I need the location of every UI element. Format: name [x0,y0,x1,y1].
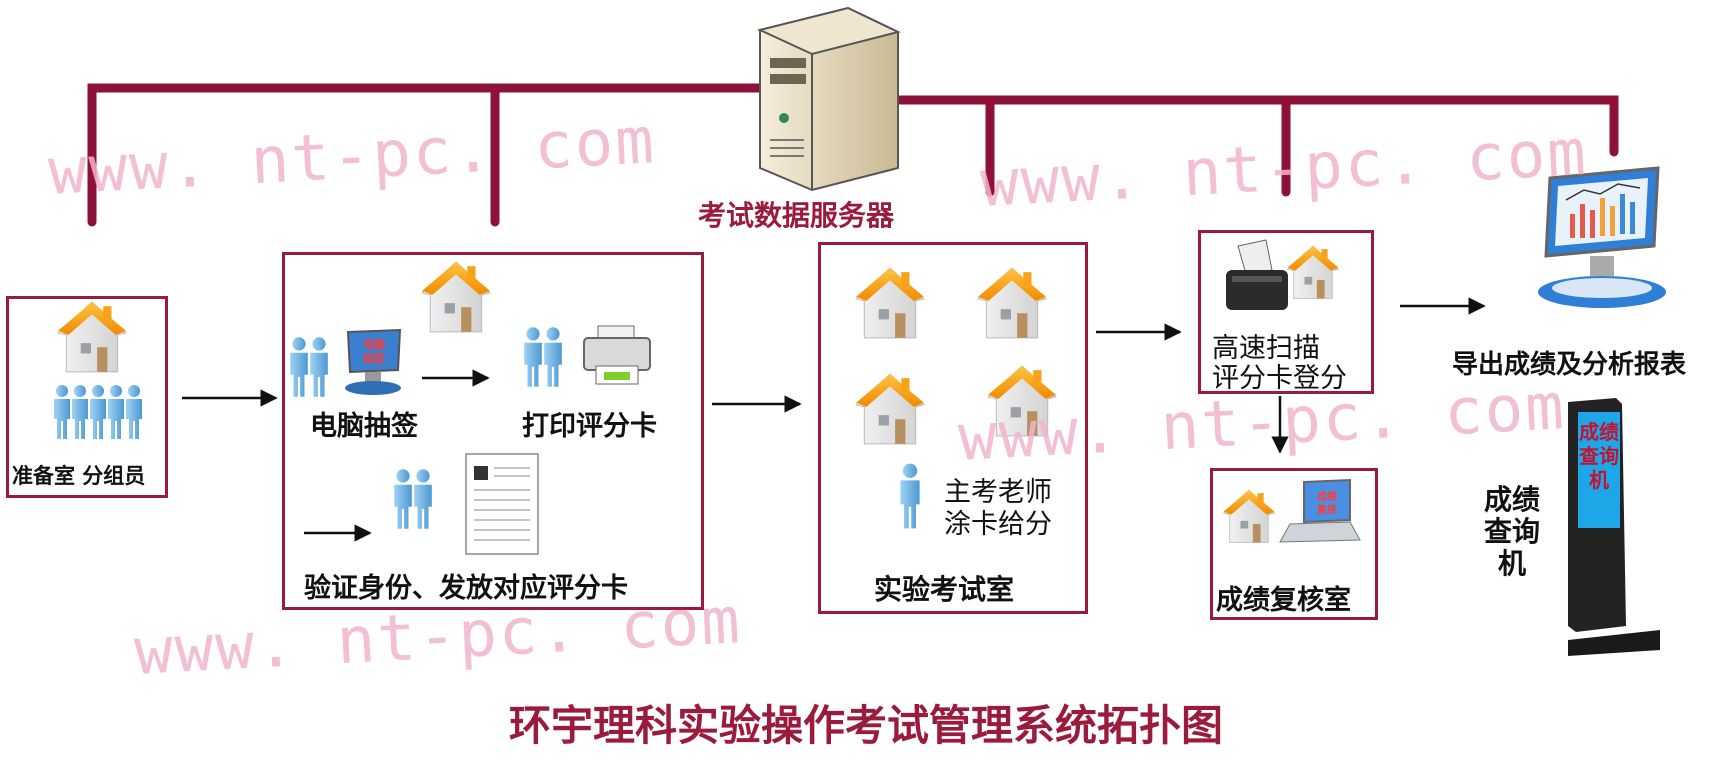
teacher-label-line1: 主考老师 [944,477,1052,508]
export-label: 导出成绩及分析报表 [1452,350,1687,380]
server-icon [757,6,901,192]
kiosk-screen-text: 成绩 查询 机 [1578,420,1620,492]
monitor-text-1: 电脑 [363,337,385,351]
scan-label-line1: 高速扫描 [1212,333,1320,364]
diagram-title: 环宇理科实验操作考试管理系统拓扑图 [508,701,1223,750]
kiosk-screen-line: 成绩 [1579,420,1619,444]
lottery-label: 电脑抽签 [310,411,418,442]
computer-monitor-icon: 电脑 抽签 [345,328,402,395]
network-bus [87,83,1619,227]
scan-label-line2: 评分卡登分 [1212,363,1347,394]
flow-arrows [182,297,1486,542]
scan-box [1198,230,1374,394]
scanner-icon [1226,239,1288,310]
verify-label: 验证身份、发放对应评分卡 [304,573,628,604]
query-kiosk-icon [1568,398,1660,656]
score-card-icon [465,453,539,555]
prep-room-box [6,296,168,498]
monitor-text-2: 抽签 [363,351,386,365]
laptop-icon: 成绩 复核 [1279,478,1361,543]
prep-room-label: 准备室 分组员 [12,464,146,488]
kiosk-label-2: 查询 [1484,515,1541,548]
teacher-label-line2: 涂卡给分 [944,509,1052,540]
process-box [282,252,704,610]
kiosk-screen-line: 机 [1589,468,1609,492]
server-label: 考试数据服务器 [698,199,895,232]
printer-icon [583,325,651,385]
laptop-text-1: 成绩 [1317,490,1337,503]
report-monitor-icon [1538,166,1666,308]
exam-room-label: 实验考试室 [874,573,1015,606]
exam-room-box [818,242,1088,614]
review-room-box [1210,468,1378,620]
print-label: 打印评分卡 [522,411,657,442]
kiosk-label-3: 机 [1498,547,1527,580]
review-room-label: 成绩复核室 [1216,585,1351,616]
laptop-text-2: 复核 [1316,503,1337,516]
kiosk-label-1: 成绩 [1484,483,1541,516]
kiosk-screen-line: 查询 [1579,444,1619,468]
